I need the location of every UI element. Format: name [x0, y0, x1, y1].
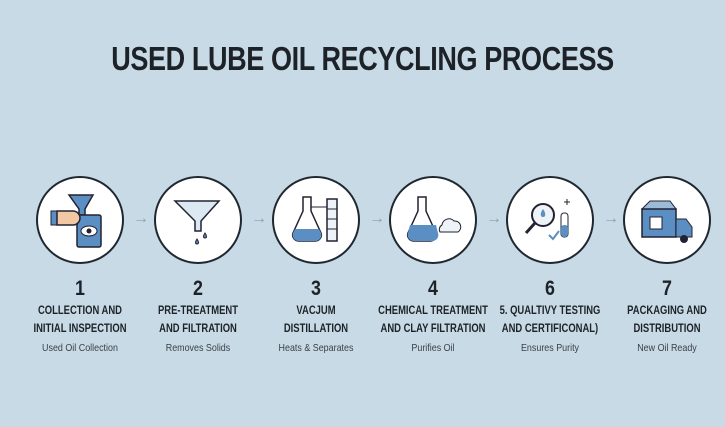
step-name-line1: PACKAGING AND: [627, 305, 707, 317]
step-number: 7: [662, 277, 672, 300]
flask-cloud-icon: [389, 176, 477, 264]
step-subtitle: New Oil Ready: [637, 342, 697, 354]
step-name-line2: AND CLAY FILTRATION: [380, 323, 486, 335]
step-number: 4: [428, 277, 438, 300]
step-subtitle: Heats & Separates: [278, 342, 354, 354]
page-title: USED LUBE OIL RECYCLING PROCESS: [111, 40, 614, 77]
hand-funnel-barrel-eye-icon: [36, 176, 124, 264]
step-name-line1: VACJUM: [296, 305, 336, 317]
step-5: 6 5. QUALTIVY TESTING AND CERTIFICONAL) …: [480, 176, 620, 354]
step-name-line2: DISTRIBUTION: [633, 323, 701, 335]
step-2: 2 PRE-TREATMENT AND FILTRATION Removes S…: [128, 176, 268, 354]
step-subtitle: Purifies Oil: [411, 342, 455, 354]
step-name-line2: AND CERTIFICONAL): [501, 323, 599, 335]
step-subtitle: Used Oil Collection: [42, 342, 118, 354]
arrow-icon: →: [486, 210, 502, 227]
magnifier-testtube-icon: [506, 176, 594, 264]
box-truck-icon: [623, 176, 711, 264]
step-number: 6: [545, 277, 555, 300]
arrow-icon: →: [369, 210, 385, 227]
step-4: 4 CHEMICAL TREATMENT AND CLAY FILTRATION…: [363, 176, 503, 354]
funnel-drops-icon: [154, 176, 242, 264]
step-1: 1 COLLECTION AND INITIAL INSPECTION Used…: [10, 176, 150, 354]
step-number: 3: [311, 277, 321, 300]
step-name-line1: PRE-TREATMENT: [158, 305, 238, 317]
step-subtitle: Ensures Purity: [520, 342, 580, 354]
step-subtitle: Removes Solids: [165, 342, 231, 354]
arrow-icon: →: [603, 210, 619, 227]
step-6: 7 PACKAGING AND DISTRIBUTION New Oil Rea…: [597, 176, 725, 354]
step-3: 3 VACJUM DISTILLATION Heats & Separates: [246, 176, 386, 354]
step-name-line2: INITIAL INSPECTION: [33, 323, 127, 335]
step-name-line1: COLLECTION AND: [38, 305, 122, 317]
step-name-line1: CHEMICAL TREATMENT: [378, 305, 488, 317]
step-number: 2: [193, 277, 203, 300]
step-name-line2: AND FILTRATION: [159, 323, 237, 335]
arrow-icon: →: [133, 210, 149, 227]
step-name-line2: DISTILLATION: [283, 323, 349, 335]
step-name-line1: 5. QUALTIVY TESTING: [499, 305, 601, 317]
flask-column-icon: [272, 176, 360, 264]
step-number: 1: [75, 277, 85, 300]
arrow-icon: →: [251, 210, 267, 227]
